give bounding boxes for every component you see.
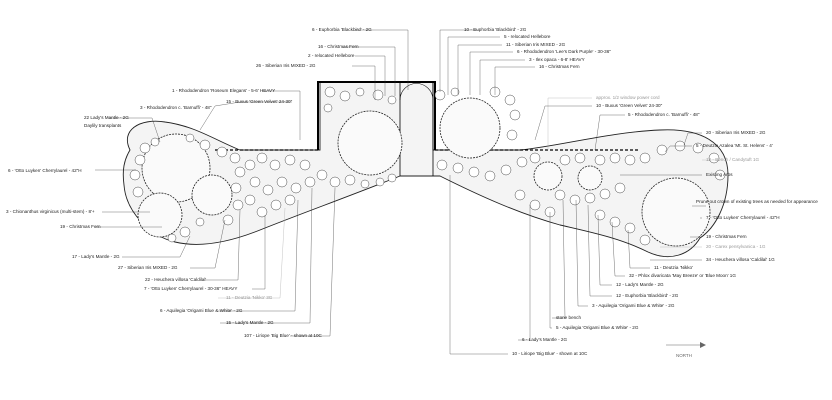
callout: 12 - Lady's Mantle - 2G [616,282,664,287]
callout: 12 - Euphorbia 'Blackbird' - 2G [616,293,679,298]
callout: approx. 1/2 window power cord [596,95,660,100]
callout: 34 - Heuchera villosa 'Caldilal' 1G [706,257,775,262]
tree-canopy [533,161,563,191]
tree-canopy [641,177,711,247]
callout: 15 - Buxus 'Green Velvet' 24-30" [226,99,293,104]
callout: 10 - Euphorbia 'Blackbird' - 2G [464,27,527,32]
walkway-arch [399,83,434,101]
callout: 6 - Lady's Mantle - 2G [522,337,567,342]
tree-canopy [337,110,403,176]
callout: 5 - Deutzia Azalea 'Mt. St. Helens' - 4' [696,143,773,148]
tree-canopy [577,165,603,191]
callout: 6 - 'Otto Luyken' Cherrylaurel - 42"H [8,168,82,173]
callout: 22 - Heuchera villosa 'Caldilal' [145,277,206,282]
callout: 32 - Phlox divaricata 'May Breeze' or 'B… [629,273,736,278]
callout: 2 - relocated Hellebore [308,53,355,58]
callout: 12 - Bench / Candytuft 1G [706,157,760,162]
callout: 22 Lady's Mantle - 2G [84,115,129,120]
callout: stone bench [556,315,581,320]
callout: 1 - Rhododendron 'Roseum Elegans' - 5-6'… [172,88,275,93]
callout: Daylily transplants [84,123,122,128]
callout: 10 - Buxus 'Green Velvet' 24-30" [596,103,663,108]
callout: 10 - Liriope 'Big Blue' - shown at 10C [512,351,588,356]
tree-canopy [439,97,501,159]
callout: 6 - Rhododendron 'Lee's Dark Purple' - 3… [517,49,611,54]
callout: 3 - Aquilegia 'Origami Blue & White' - 2… [592,303,675,308]
callout: 11 - Siberian Iris MIXED - 2G [506,42,566,47]
tree-canopy [191,174,233,216]
tree-canopy [141,133,211,203]
house-wall [317,81,436,150]
north-arrow: NORTH [666,342,706,358]
callout: 16 - Christmas Fern [539,64,580,69]
callout: 3 - Chionanthus virginicus (multi-stem) … [6,209,95,214]
callout: 6 - Aquilegia 'Origami Blue & White' - 2… [160,308,243,313]
callout: 107 - Liriope 'Big Blue' - shown at 10C [244,333,323,338]
planting-bed [122,81,729,258]
callout: 27 - Siberian Iris MIXED - 2G [118,265,178,270]
callouts-right: approx. 1/2 window power cord 10 - Buxus… [512,95,818,356]
callout: 7 - 'Otto Luyken' Cherrylaurel - 42"H [706,215,780,220]
callout: 19 - Christmas Fern [60,224,101,229]
callout: 6 - Euphorbia 'Blackbird' - 2G [312,27,372,32]
callout: Existing Arbs [706,172,733,177]
callout: 20 - Siberian Iris MIXED - 2G [706,130,766,135]
callout: 5 - Aquilegia 'Origami Blue & White' - 2… [556,325,639,330]
plant-symbols [129,86,726,246]
callout: 26 - Siberian Iris MIXED - 2G [256,63,316,68]
callout: 11 - Deutzia 'Nikko' 3G [226,295,273,300]
leader-lines [95,29,720,355]
north-label: NORTH [676,353,692,358]
callout: 17 - Lady's Mantle - 2G [72,254,120,259]
callout: 5 - relocated Hellebore [504,34,551,39]
callout: 19 - Christmas Fern [706,234,747,239]
callouts-left: 1 - Rhododendron 'Roseum Elegans' - 5-6'… [6,88,323,338]
callout: 16 - Christmas Fern [318,44,359,49]
callout: Prune out crown of existing trees as nee… [696,199,818,204]
callout: 15 - Lady's Mantle - 2G [226,320,274,325]
tree-canopy [137,192,183,238]
callout: 3 - Rhododendron c. 'Barnuffi' - 48" [140,105,212,110]
callouts-top: 6 - Euphorbia 'Blackbird' - 2G 16 - Chri… [226,27,611,104]
callout: 3 - Ilex opaca - 6-8' HEAVY [529,57,585,62]
callout: 11 - Deutzia 'Nikko' [654,265,693,270]
callout: 5 - Rhododendron c. 'Barnuffi' - 48" [628,112,700,117]
callout: 7 - 'Otto Luyken' Cherrylaurel - 30-36" … [144,286,237,291]
callout: 20 - Carex pensylvanica - 1G [706,244,766,249]
